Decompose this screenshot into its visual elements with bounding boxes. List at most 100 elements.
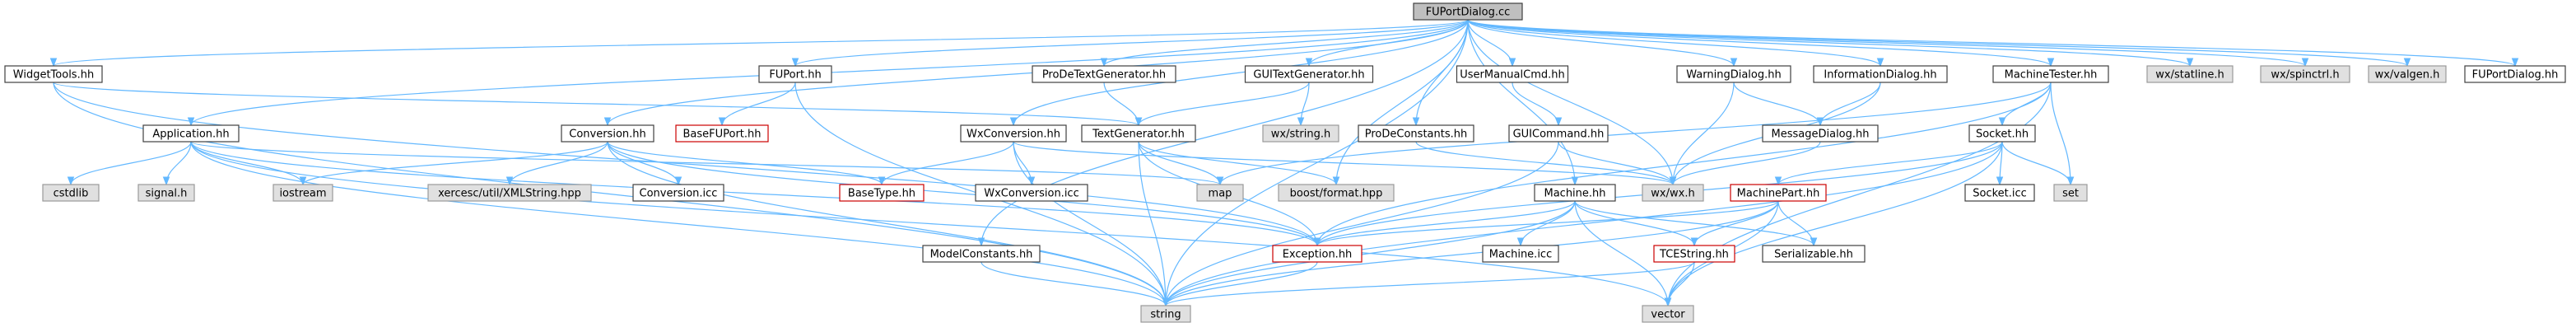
node-box [1244,65,1374,83]
edge-line [794,19,1469,67]
node-tcestring[interactable]: TCEString.hh [1653,245,1735,263]
edge-sockethh-to-set [2001,141,2075,186]
node-wxconversion[interactable]: WxConversion.hh [960,124,1067,143]
edge-root-to-machinehh [1467,19,1579,186]
node-usermanual[interactable]: UserManualCmd.hh [1456,65,1569,83]
node-socketicc[interactable]: Socket.icc [1964,184,2035,202]
edge-line [1165,261,1695,306]
node-infodialog[interactable]: InformationDialog.hh [1813,65,1948,83]
node-box [839,184,925,202]
node-box [922,245,1041,263]
edge-conversionhh-to-string [607,141,1170,307]
edge-guitextgen-to-textgen [1134,82,1310,127]
node-label: Socket.icc [1973,188,2027,200]
edge-widgettools-to-textgen [53,82,1143,127]
node-label: wx/statline.h [2155,69,2224,82]
edge-line [1316,200,1576,246]
edge-arrowhead [1297,117,1305,127]
edge-arrowhead [1690,237,1698,247]
node-sockethh[interactable]: Socket.hh [1968,124,2036,143]
node-box [273,184,333,202]
edge-line [53,82,1167,306]
node-serializable[interactable]: Serializable.hh [1762,245,1866,263]
node-modelconstants[interactable]: ModelConstants.hh [922,245,1041,263]
node-cstdlib: cstdlib [42,184,100,202]
edge-arrowhead [674,176,682,186]
node-label: FUPort.hh [769,69,821,82]
node-box [2146,65,2234,83]
node-fuport[interactable]: FUPort.hh [758,65,832,83]
edge-arrowhead [1876,58,1884,68]
edge-root-to-boostformat [1332,19,1469,186]
edge-application-to-iostream [190,141,307,186]
edge-textgen-to-map [1138,141,1224,186]
node-wxstring: wx/string.h [1262,124,1339,143]
edge-arrowhead [1162,297,1170,307]
node-wxwx: wx/wx.h [1642,184,1704,202]
node-label: Conversion.icc [640,188,718,200]
node-prodeconstants[interactable]: ProDeConstants.hh [1358,124,1474,143]
edge-arrowhead [1516,237,1525,247]
node-box [1508,124,1609,143]
node-machinepart[interactable]: MachinePart.hh [1730,184,1827,202]
node-exception[interactable]: Exception.hh [1272,245,1363,263]
edge-line [1103,19,1469,67]
node-box [1813,65,1948,83]
edge-application-to-exception [190,141,1321,247]
node-boostformat: boost/format.hpp [1278,184,1395,202]
edge-tcestring-to-string [1162,261,1695,307]
node-application[interactable]: Application.hh [142,124,240,143]
edge-arrowhead [2511,58,2519,68]
edge-line [1819,82,1881,126]
edge-arrowhead [1669,176,1677,186]
node-label: map [1209,188,1232,200]
node-prodetextgen[interactable]: ProDeTextGenerator.hh [1032,65,1176,83]
node-label: InformationDialog.hh [1824,69,1936,82]
node-guicommand[interactable]: GUICommand.hh [1508,124,1609,143]
node-basetype[interactable]: BaseType.hh [839,184,925,202]
node-basefuport[interactable]: BaseFUPort.hh [675,124,769,143]
node-textgen[interactable]: TextGenerator.hh [1081,124,1196,143]
edge-arrowhead [505,176,514,186]
edge-arrowhead [1810,237,1818,247]
node-warningdialog[interactable]: WarningDialog.hh [1676,65,1791,83]
edge-line [1574,200,1695,246]
edge-line [1777,141,2003,185]
edge-line [881,141,1014,185]
node-wxconvicc[interactable]: WxConversion.icc [975,184,1088,202]
node-box [1140,305,1191,323]
edge-machinehh-to-exception [1313,200,1576,247]
edge-line [1574,200,1669,306]
node-guitextgen[interactable]: GUITextGenerator.hh [1244,65,1374,83]
edge-line [1138,141,1221,185]
edge-line [1316,82,2052,246]
edge-line [1558,141,1674,185]
node-box [1534,184,1616,202]
node-fuportdialoghh[interactable]: FUPortDialog.hh [2464,65,2566,83]
node-box [42,184,100,202]
node-widgettools[interactable]: WidgetTools.hh [4,65,103,83]
node-box [1964,184,2035,202]
edge-wxconversion-to-string [1013,141,1170,307]
edge-line [1467,19,1674,185]
edge-arrowhead [1998,117,2006,127]
node-box [1992,65,2109,83]
node-vector: vector [1642,305,1694,323]
edge-line [2001,82,2052,126]
edge-arrowhead [1664,297,1672,307]
node-messagedialog[interactable]: MessageDialog.hh [1762,124,1879,143]
edge-messagedialog-to-wxwx [1669,141,1821,186]
node-conversionicc[interactable]: Conversion.icc [632,184,724,202]
node-root[interactable]: FUPortDialog.cc [1413,2,1523,21]
node-machinehh[interactable]: Machine.hh [1534,184,1616,202]
edge-line [1467,19,1881,67]
edge-root-to-wxspinctrl [1467,19,2309,68]
node-box [675,124,769,143]
node-label: ProDeTextGenerator.hh [1042,69,1166,82]
node-machinetester[interactable]: MachineTester.hh [1992,65,2109,83]
node-box [1482,245,1559,263]
node-conversionhh[interactable]: Conversion.hh [561,124,654,143]
edge-line [165,141,192,185]
node-wxspinctrl: wx/spinctrl.h [2260,65,2350,83]
node-machineicc[interactable]: Machine.icc [1482,245,1559,263]
